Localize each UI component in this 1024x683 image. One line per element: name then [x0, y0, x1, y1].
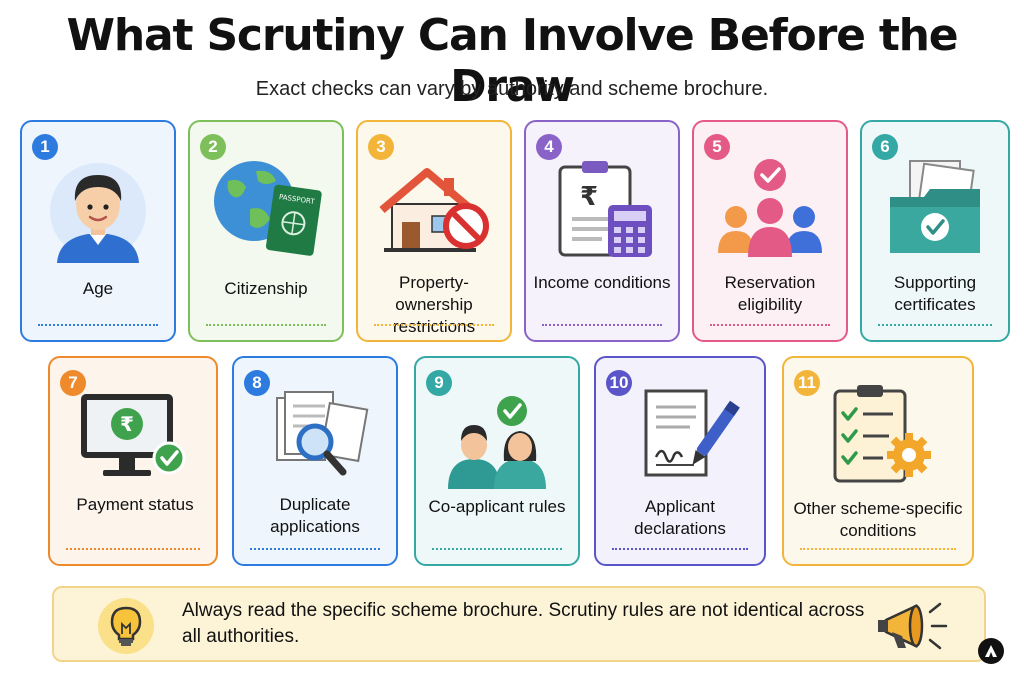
card-number-badge: 4: [536, 134, 562, 160]
card-payment-status: 7 ₹ Payment status: [48, 356, 218, 566]
group-check-icon: [694, 148, 846, 268]
dotted-divider: [878, 324, 992, 326]
folder-check-icon: [862, 148, 1008, 268]
dotted-divider: [432, 548, 562, 550]
tip-banner: Always read the specific scheme brochure…: [52, 586, 986, 662]
page-title: What Scrutiny Can Involve Before the Dra…: [66, 10, 959, 112]
card-other-conditions: 11 Other scheme-specific conditions: [782, 356, 974, 566]
dotted-divider: [542, 324, 662, 326]
dotted-divider: [206, 324, 326, 326]
card-number-badge: 5: [704, 134, 730, 160]
card-duplicate-applications: 8 Duplicate applications: [232, 356, 398, 566]
dotted-divider: [250, 548, 380, 550]
dotted-divider: [710, 324, 830, 326]
card-label: Payment status: [76, 495, 194, 514]
svg-text:₹: ₹: [120, 412, 134, 436]
dotted-divider: [38, 324, 158, 326]
brand-logo-icon: [978, 638, 1004, 664]
card-number-badge: 1: [32, 134, 58, 160]
card-number-badge: 7: [60, 370, 86, 396]
card-declarations: 10 Applicant declarations: [594, 356, 766, 566]
card-label: Age: [82, 279, 114, 298]
card-certificates: 6 Supporting certificates: [860, 120, 1010, 342]
card-label: Reservation eligibility: [724, 273, 816, 314]
documents-magnifier-icon: [234, 374, 396, 494]
card-number-badge: 8: [244, 370, 270, 396]
card-age: 1 Age: [20, 120, 176, 342]
checklist-gear-icon: [784, 374, 972, 494]
document-pen-icon: [596, 374, 764, 494]
dotted-divider: [800, 548, 956, 550]
svg-text:₹: ₹: [580, 182, 598, 212]
house-prohibited-icon: [358, 148, 510, 268]
card-number-badge: 10: [606, 370, 632, 396]
tip-text: Always read the specific scheme brochure…: [182, 600, 865, 647]
dotted-divider: [612, 548, 748, 550]
megaphone-icon: [872, 594, 952, 663]
globe-passport-icon: PASSPORT: [190, 148, 342, 268]
card-number-badge: 6: [872, 134, 898, 160]
card-number-badge: 11: [794, 370, 820, 396]
dotted-divider: [374, 324, 494, 326]
person-avatar-icon: [22, 148, 174, 268]
card-number-badge: 3: [368, 134, 394, 160]
card-label: Applicant declarations: [634, 497, 726, 538]
couple-check-icon: [416, 374, 578, 494]
card-label: Co-applicant rules: [428, 497, 566, 516]
card-citizenship: 2 PASSPORT Citizenship: [188, 120, 344, 342]
card-number-badge: 9: [426, 370, 452, 396]
card-label: Duplicate applications: [270, 495, 360, 536]
card-label: Income conditions: [533, 273, 671, 292]
dotted-divider: [66, 548, 200, 550]
card-label: Citizenship: [224, 279, 308, 298]
card-number-badge: 2: [200, 134, 226, 160]
lightbulb-icon: [98, 598, 154, 654]
card-label: Supporting certificates: [893, 273, 977, 314]
card-income: 4 ₹ Income conditions: [524, 120, 680, 342]
clipboard-calculator-icon: ₹: [526, 148, 678, 268]
card-label: Property-ownership restrictions: [392, 273, 476, 336]
page-subtitle: Exact checks can vary by authority and s…: [255, 78, 769, 100]
card-reservation: 5 Reservation eligibility: [692, 120, 848, 342]
monitor-rupee-icon: ₹: [50, 374, 216, 494]
card-property-ownership: 3 Property-ownership restrictions: [356, 120, 512, 342]
card-label: Other scheme-specific conditions: [793, 499, 963, 540]
card-co-applicant: 9 Co-applicant rules: [414, 356, 580, 566]
